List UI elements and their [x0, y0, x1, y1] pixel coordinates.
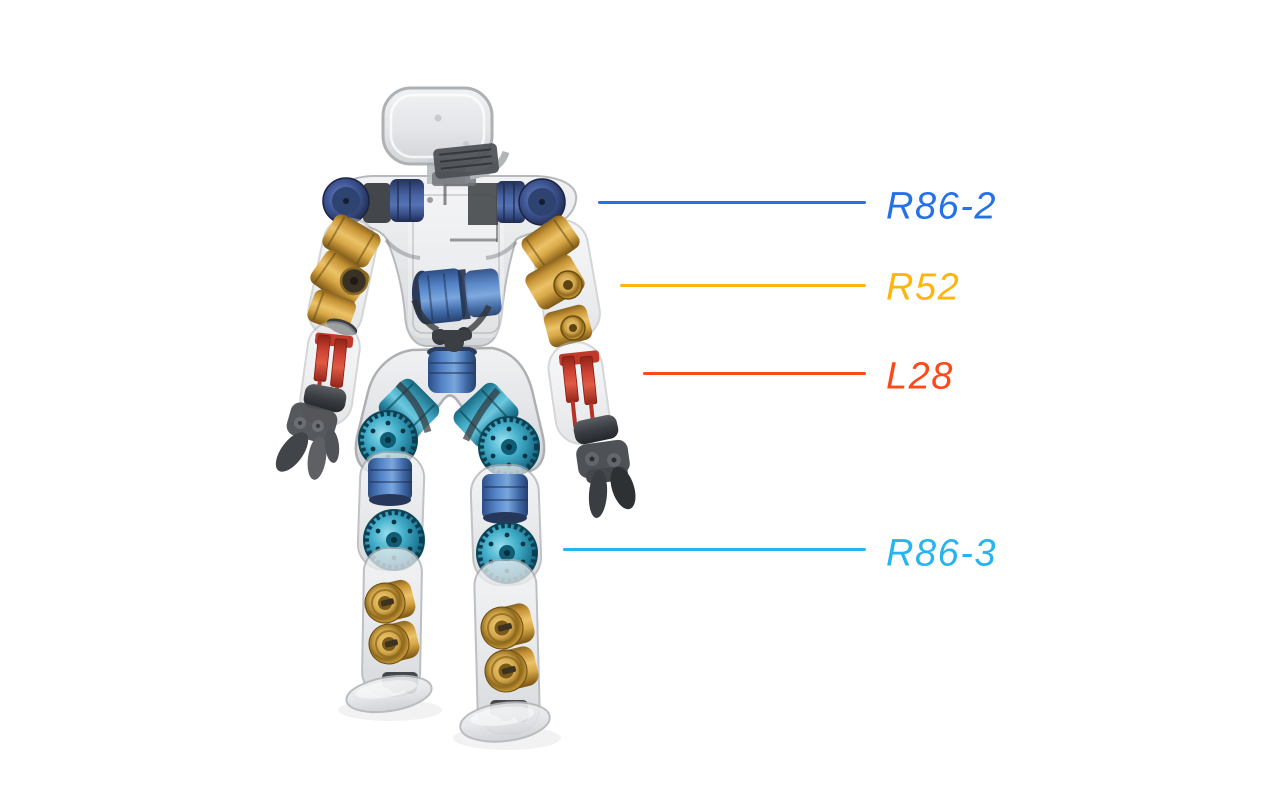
head — [381, 86, 510, 186]
left-knee-top-actuator — [368, 458, 412, 506]
right-hip-actuator — [478, 416, 540, 478]
right-knee-top-actuator — [482, 474, 528, 524]
left-forearm-actuator — [313, 332, 354, 411]
right-hand-gripper — [576, 439, 636, 518]
right-leg — [459, 463, 551, 743]
left-leg — [345, 450, 433, 714]
right-shin-actuators — [480, 603, 539, 693]
pelvic-joint — [432, 327, 472, 352]
left-hand-gripper — [275, 402, 340, 480]
left-foot — [345, 674, 433, 714]
right-shoulder-actuator — [497, 178, 566, 226]
left-arm — [275, 214, 381, 480]
right-forearm-actuator — [558, 350, 600, 428]
right-foot — [459, 701, 551, 743]
right-arm — [521, 215, 636, 518]
left-shin-actuators — [364, 579, 420, 665]
